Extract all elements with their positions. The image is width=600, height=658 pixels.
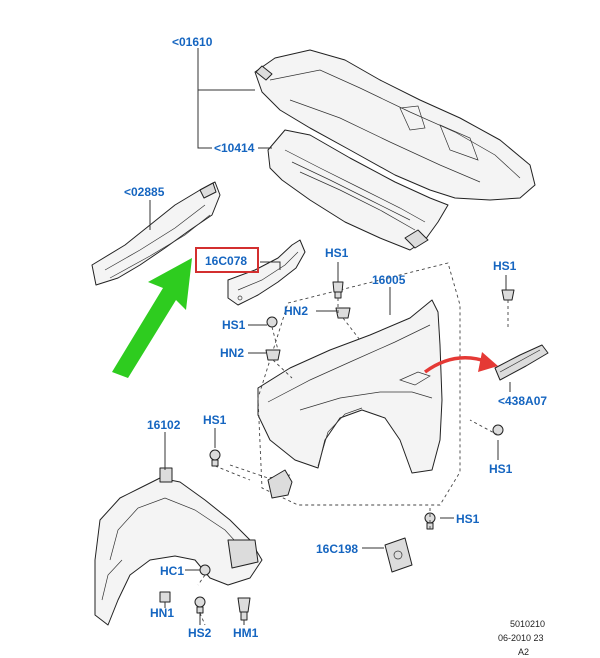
label-hn1[interactable]: HN1 (150, 606, 174, 620)
label-hs1-bot[interactable]: HS1 (456, 512, 480, 526)
fastener-leaders (197, 298, 509, 626)
fender-panel-part[interactable] (257, 299, 443, 474)
fastener-hn2-b[interactable] (265, 349, 281, 361)
fender-mount-bracket-part[interactable] (267, 469, 293, 499)
cowl-panel-part[interactable] (254, 49, 536, 201)
label-hs1-right[interactable]: HS1 (493, 259, 517, 273)
reference-rev: A2 (518, 647, 529, 657)
label-hs1-r2[interactable]: HS1 (489, 462, 513, 476)
label-hm1[interactable]: HM1 (233, 626, 259, 640)
leader-lines (149, 48, 511, 625)
fastener-hm1[interactable] (237, 597, 251, 621)
fender-bracket-part[interactable] (227, 239, 306, 306)
label-hc1[interactable]: HC1 (160, 564, 184, 578)
pointer-arrow (112, 258, 192, 378)
label-438A07[interactable]: <438A07 (498, 394, 547, 408)
fastener-hs2[interactable] (194, 596, 206, 614)
cowl-vent-panel-part[interactable] (267, 129, 449, 251)
fastener-hs1-top[interactable] (332, 281, 344, 299)
fastener-hn2-a[interactable] (335, 307, 351, 319)
label-hs2[interactable]: HS2 (188, 626, 212, 640)
label-hn2-a[interactable]: HN2 (284, 304, 308, 318)
label-10414[interactable]: <10414 (214, 141, 255, 155)
curved-arrow (423, 352, 498, 374)
fastener-hs1-mid[interactable] (209, 449, 221, 467)
label-16102[interactable]: 16102 (147, 418, 181, 432)
label-16C078[interactable]: 16C078 (205, 254, 247, 268)
reference-date: 06-2010 23 (498, 633, 544, 643)
wheel-arch-liner-part[interactable] (94, 467, 263, 626)
fastener-hs1-left[interactable] (266, 316, 278, 328)
label-hs1-top[interactable]: HS1 (325, 246, 349, 260)
fender-outline (257, 262, 461, 506)
label-16C198[interactable]: 16C198 (316, 542, 358, 556)
label-hs1-left[interactable]: HS1 (222, 318, 246, 332)
fastener-hc1[interactable] (199, 564, 211, 576)
fastener-hs1-right[interactable] (501, 289, 515, 301)
fastener-hs1-r2[interactable] (492, 424, 504, 436)
label-01610[interactable]: <01610 (172, 35, 213, 49)
label-16005[interactable]: 16005 (372, 273, 406, 287)
fastener-hn1[interactable] (159, 591, 171, 603)
label-hn2-b[interactable]: HN2 (220, 346, 244, 360)
fender-trim-part[interactable] (494, 344, 549, 381)
insulator-pad-part[interactable] (384, 537, 413, 573)
apron-reinforcement-part[interactable] (91, 181, 221, 286)
label-hs1-mid[interactable]: HS1 (203, 413, 227, 427)
highlight-box (195, 247, 259, 273)
label-02885[interactable]: <02885 (124, 185, 165, 199)
reference-code: 5010210 (510, 619, 545, 629)
